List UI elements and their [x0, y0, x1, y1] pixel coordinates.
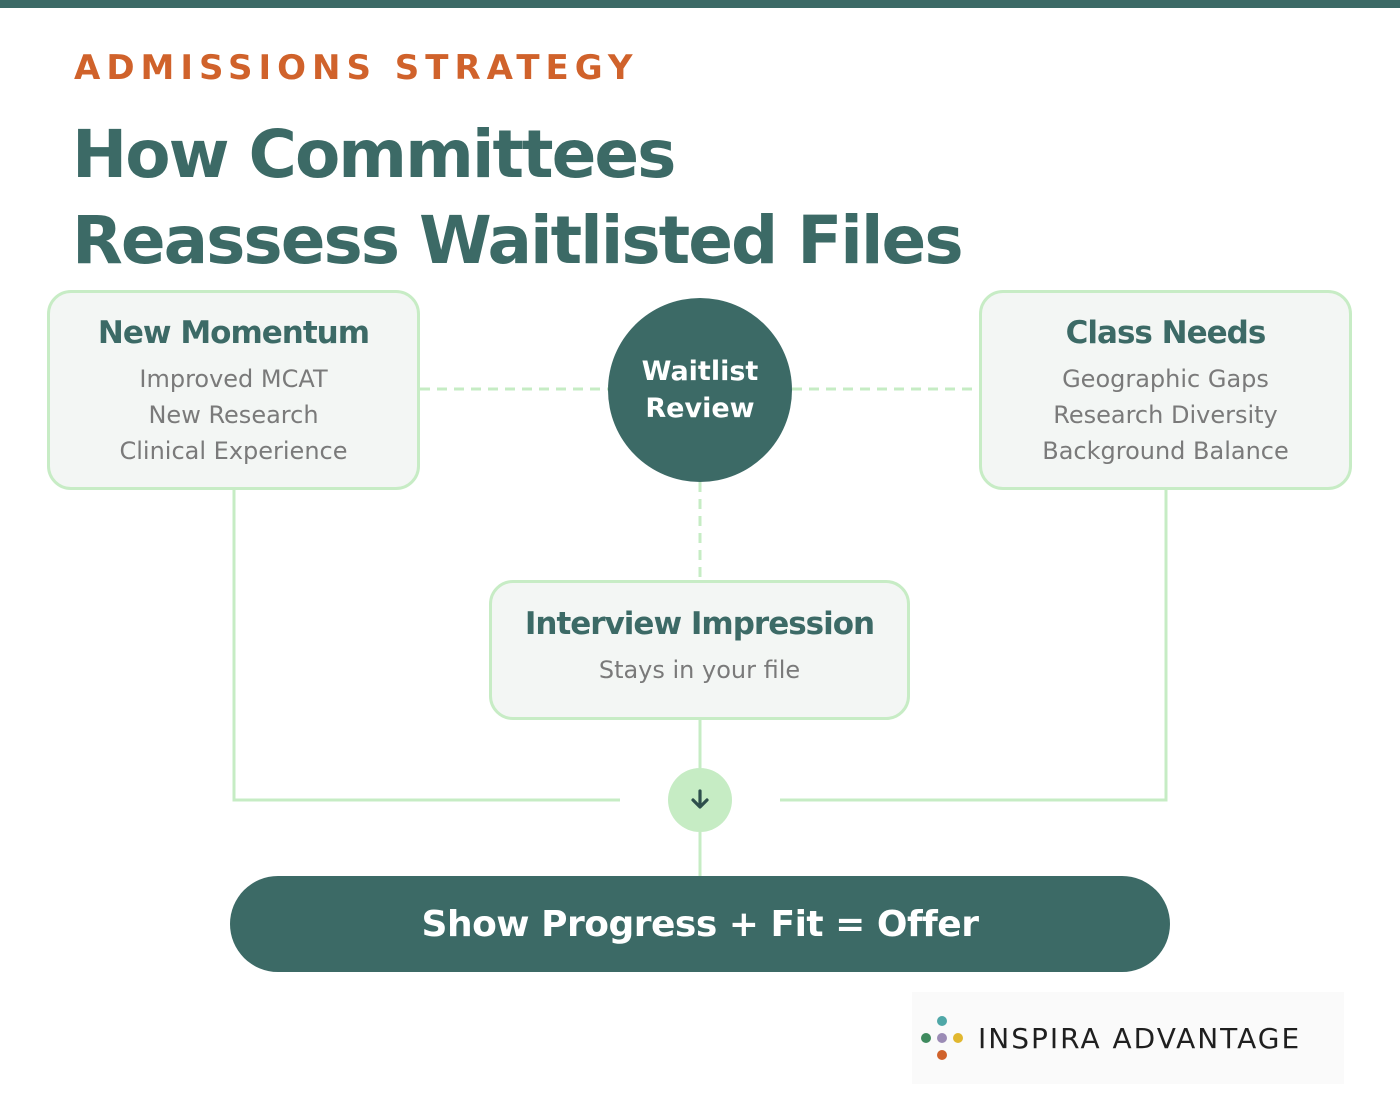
top-accent-bar [0, 0, 1400, 8]
arrow-down-icon [691, 789, 709, 809]
new-momentum-item: New Research [148, 401, 319, 429]
class-needs-card: Class Needs Geographic Gaps Research Div… [979, 290, 1352, 490]
interview-impression-title: Interview Impression [524, 606, 875, 642]
waitlist-review-hub: Waitlist Review [608, 298, 792, 482]
class-needs-item: Research Diversity [1053, 401, 1278, 429]
brand-logo: INSPIRA ADVANTAGE [912, 992, 1344, 1084]
interview-impression-card: Interview Impression Stays in your file [489, 580, 910, 720]
title-line-2: Reassess Waitlisted Files [72, 202, 964, 279]
dot-cluster-icon [921, 1016, 963, 1060]
brand-name: INSPIRA ADVANTAGE [978, 1021, 1302, 1055]
new-momentum-title: New Momentum [97, 315, 370, 351]
result-pill: Show Progress + Fit = Offer [230, 876, 1170, 972]
arrow-down-badge [668, 768, 732, 832]
hub-label: Waitlist Review [641, 356, 759, 424]
eyebrow-label: ADMISSIONS STRATEGY [74, 48, 639, 88]
new-momentum-item: Improved MCAT [139, 365, 328, 393]
new-momentum-item: Clinical Experience [119, 437, 348, 465]
connector-right-elbow [780, 490, 1168, 802]
new-momentum-card: New Momentum Improved MCAT New Research … [47, 290, 420, 490]
class-needs-item: Background Balance [1042, 437, 1289, 465]
result-label: Show Progress + Fit = Offer [421, 903, 979, 945]
title-line-1: How Committees [72, 116, 676, 193]
class-needs-item: Geographic Gaps [1062, 365, 1269, 393]
page-title: How Committees Reassess Waitlisted Files [72, 112, 1072, 284]
class-needs-title: Class Needs [1065, 315, 1267, 351]
connector-left-elbow [232, 490, 620, 802]
interview-impression-subtitle: Stays in your file [598, 656, 801, 684]
